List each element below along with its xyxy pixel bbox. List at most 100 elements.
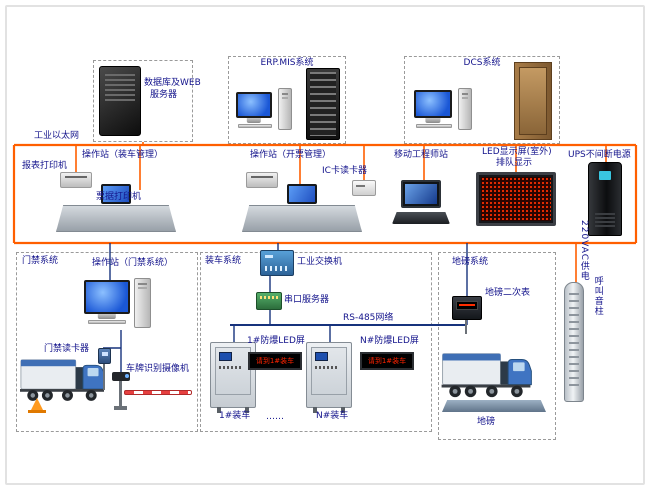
label-loading-group: 装车系统 bbox=[205, 256, 242, 266]
laptop-base bbox=[392, 212, 450, 224]
dcs-monitor bbox=[414, 90, 452, 118]
label-report-printer: 报表打印机 bbox=[22, 161, 68, 171]
door-card-reader-device bbox=[98, 348, 111, 364]
label-db-web-1: 数据库及WEB bbox=[144, 78, 201, 88]
laptop-display bbox=[405, 184, 437, 204]
console-desk bbox=[56, 205, 176, 232]
label-industrial-ethernet: 工业以太网 bbox=[34, 131, 80, 141]
console-screen bbox=[289, 186, 315, 202]
label-led1: 1#防爆LED屏 bbox=[247, 336, 305, 346]
cabinet-leg bbox=[245, 407, 249, 413]
console-monitor bbox=[287, 184, 317, 204]
laptop-screen bbox=[401, 180, 441, 208]
cabinet-screen bbox=[315, 352, 328, 361]
dcs-control-cabinet bbox=[514, 62, 552, 140]
loading-control-cabinet-n bbox=[306, 342, 352, 413]
label-ledn: N#防爆LED屏 bbox=[360, 336, 419, 346]
label-op-loading: 操作站（装车管理） bbox=[82, 150, 164, 160]
serial-server-device bbox=[256, 292, 282, 310]
barrier-base bbox=[114, 406, 127, 410]
call-speaker-column bbox=[564, 282, 584, 402]
traffic-cone bbox=[28, 398, 46, 413]
group-erp-mis bbox=[228, 56, 346, 144]
door-station-screen bbox=[86, 282, 128, 312]
label-led-outdoor: LED显示屏(室外) bbox=[482, 147, 552, 157]
label-db-web-2: 服务器 bbox=[150, 90, 178, 100]
label-bayn: N#装车 bbox=[316, 411, 349, 421]
erp-monitor-screen bbox=[238, 94, 270, 116]
label-erp-mis: ERP.MIS系统 bbox=[260, 58, 314, 68]
mobile-engineer-laptop bbox=[392, 180, 450, 224]
weighbridge-platform bbox=[442, 400, 546, 412]
label-bay1: 1#装车 bbox=[219, 411, 251, 421]
report-printer-device bbox=[60, 172, 92, 188]
erp-pc-tower bbox=[278, 88, 292, 130]
label-op-door: 操作站（门禁系统） bbox=[92, 258, 174, 268]
label-weigh-meter: 地磅二次表 bbox=[485, 288, 531, 298]
group-dcs bbox=[404, 56, 560, 144]
truck-at-gate bbox=[20, 359, 104, 401]
label-weighbridge: 地磅 bbox=[477, 417, 496, 427]
ic-card-reader-device bbox=[352, 180, 376, 196]
card-reader-pole bbox=[103, 364, 105, 390]
barrier-arm bbox=[124, 390, 192, 395]
label-ups: UPS不间断电源 bbox=[568, 150, 631, 160]
weighbridge-indicator bbox=[452, 296, 482, 320]
rack-units bbox=[310, 72, 336, 136]
industrial-switch-device bbox=[260, 250, 294, 276]
label-plate-camera: 车牌识别摄像机 bbox=[126, 364, 190, 374]
label-220vac: 220VAC供电 bbox=[578, 220, 589, 282]
ups-tower bbox=[588, 162, 622, 236]
truck-on-weighbridge bbox=[441, 353, 532, 398]
erp-monitor bbox=[236, 92, 272, 118]
outdoor-led-display bbox=[476, 172, 556, 226]
dcs-cabinet-door bbox=[519, 67, 547, 135]
console-monitor bbox=[101, 184, 131, 204]
label-switch: 工业交换机 bbox=[297, 257, 343, 267]
label-serial-server: 串口服务器 bbox=[284, 295, 330, 305]
cabinet-screen bbox=[219, 352, 232, 361]
door-station-monitor bbox=[84, 280, 130, 314]
dcs-pc-tower bbox=[458, 88, 472, 130]
database-web-server-tower bbox=[99, 66, 141, 136]
network-rs485-lines bbox=[102, 243, 468, 372]
plate-camera-device bbox=[112, 372, 130, 381]
indicator-stand bbox=[465, 320, 467, 334]
server-vents bbox=[105, 74, 135, 102]
door-station-keyboard bbox=[88, 320, 126, 324]
label-ic-reader: IC卡读卡器 bbox=[322, 166, 367, 176]
label-ticket-printer: 票据打印机 bbox=[96, 192, 142, 202]
cabinet-leg bbox=[217, 407, 221, 413]
console-screen bbox=[103, 186, 129, 202]
camera-pole bbox=[119, 381, 122, 407]
led-dot-matrix bbox=[481, 177, 551, 221]
explosion-proof-led-1: 请到1#装车 bbox=[248, 352, 302, 370]
label-op-ticket: 操作站（开票管理） bbox=[250, 150, 332, 160]
label-rs485: RS-485网络 bbox=[343, 313, 394, 323]
group-db-web-server bbox=[93, 60, 193, 142]
label-call-speaker: 呼叫音柱 bbox=[592, 276, 603, 316]
label-door-group: 门禁系统 bbox=[22, 256, 59, 266]
erp-keyboard bbox=[238, 124, 272, 128]
dcs-monitor-screen bbox=[416, 92, 450, 116]
dcs-keyboard bbox=[416, 124, 452, 128]
indicator-display bbox=[456, 301, 478, 310]
power-ethernet-lines bbox=[12, 142, 638, 284]
group-door-system bbox=[16, 252, 198, 432]
group-weighbridge-system bbox=[438, 252, 556, 440]
loading-operator-console bbox=[56, 184, 176, 232]
label-weigh-group: 地磅系统 bbox=[452, 257, 489, 267]
label-mobile-station: 移动工程师站 bbox=[394, 150, 449, 160]
image-frame bbox=[5, 5, 645, 485]
cabinet-leg bbox=[341, 407, 345, 413]
ticketing-operator-console bbox=[242, 184, 362, 232]
cabinet-buttons bbox=[315, 366, 337, 369]
console-desk bbox=[242, 205, 362, 232]
label-dots: …… bbox=[266, 412, 284, 422]
ticket-printer-device bbox=[246, 172, 278, 188]
explosion-proof-led-n: 请到1#装车 bbox=[360, 352, 414, 370]
label-door-reader: 门禁读卡器 bbox=[44, 344, 90, 354]
erp-rack-server bbox=[306, 68, 340, 140]
